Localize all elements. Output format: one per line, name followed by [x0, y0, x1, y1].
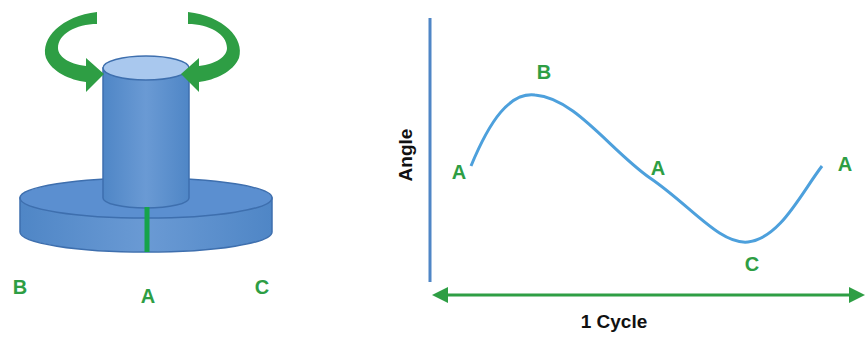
- reference-mark: [145, 207, 150, 252]
- part-label: A: [141, 286, 155, 306]
- point-label: A: [838, 154, 852, 174]
- rotation-arrows: [45, 12, 240, 92]
- point-label: B: [537, 62, 551, 82]
- shaft-cylinder: [103, 56, 189, 208]
- cycle-arrow: [432, 287, 865, 303]
- axis-title: Angle: [396, 129, 415, 182]
- point-label: A: [651, 158, 665, 178]
- angle-curve: [471, 95, 822, 242]
- vertical-axis: [429, 18, 432, 282]
- part-label: C: [255, 277, 269, 297]
- axis-caption: 1 Cycle: [579, 312, 650, 331]
- point-label: A: [452, 162, 466, 182]
- part-label: B: [13, 277, 27, 297]
- point-label: C: [745, 254, 759, 274]
